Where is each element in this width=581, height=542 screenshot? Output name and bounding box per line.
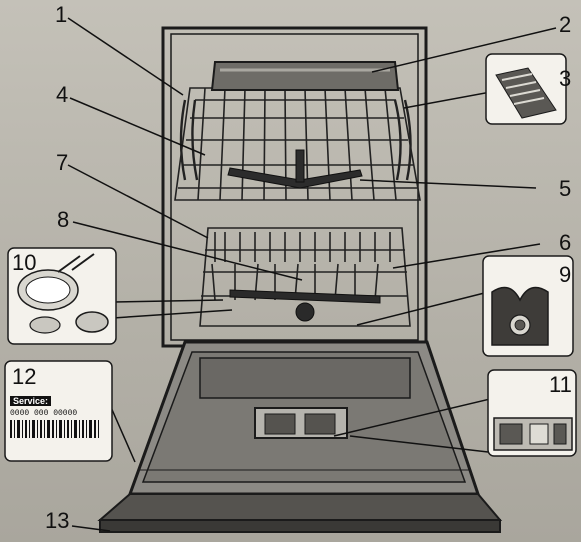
upper-rack (174, 87, 421, 201)
base (97, 493, 503, 533)
callout-8: 8 (57, 207, 70, 232)
upper-spray-arm (227, 149, 363, 189)
door (127, 340, 481, 496)
inset-dispenser (487, 369, 577, 457)
callout-7: 7 (56, 150, 69, 175)
callout-13: 13 (45, 508, 70, 533)
callout-9: 9 (559, 262, 572, 287)
inset-service-plate (4, 360, 113, 462)
service-code: 0000 000 00000 (10, 409, 78, 418)
inset-salt-container (7, 247, 117, 345)
callout-3: 3 (559, 66, 572, 91)
lower-spray-arm (229, 289, 381, 322)
inset-cup-shelf (485, 53, 567, 125)
callout-6: 6 (559, 230, 572, 255)
inset-filter (482, 255, 574, 357)
service-plate-text: Service: 0000 000 00000 (5, 361, 112, 461)
lower-rack (199, 227, 411, 327)
cutlery-tray (210, 61, 400, 91)
callout-4: 4 (56, 82, 69, 107)
callout-2: 2 (559, 12, 572, 37)
callout-5: 5 (559, 176, 572, 201)
barcode (10, 420, 99, 438)
callout-10: 10 (12, 250, 37, 275)
callout-1: 1 (55, 2, 68, 27)
callout-12: 12 (12, 364, 37, 389)
callout-11: 11 (549, 372, 572, 397)
service-label: Service: (10, 396, 52, 406)
